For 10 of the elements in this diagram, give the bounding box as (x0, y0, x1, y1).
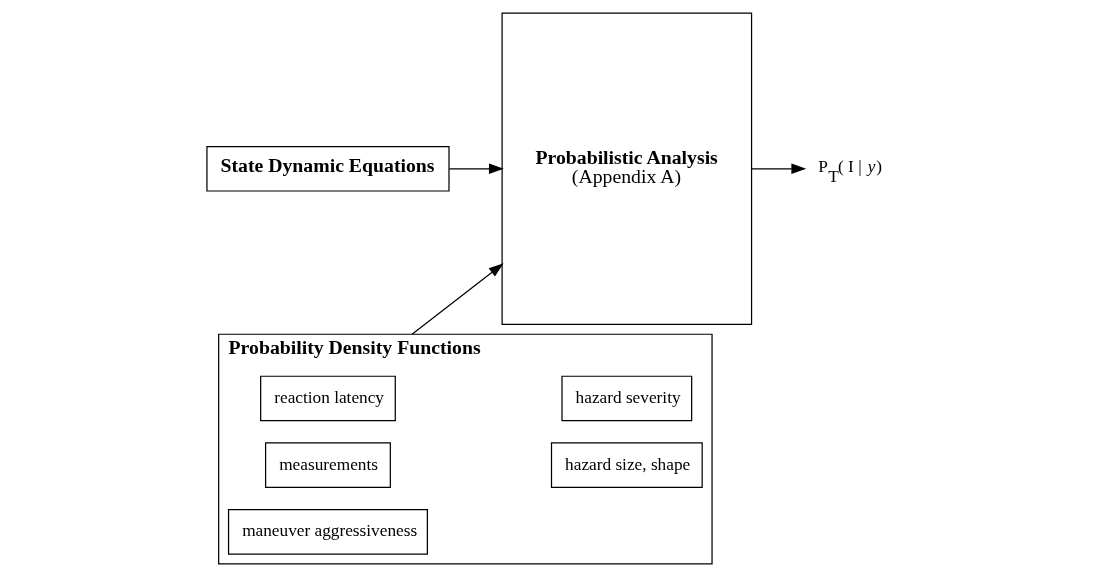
arrow (751, 163, 807, 174)
node-box: maneuver aggressiveness (227, 509, 428, 555)
node-box: hazard size, shape (550, 442, 703, 488)
arrow (448, 163, 504, 174)
node-box: Probabilistic Analysis (Appendix A) (501, 12, 753, 325)
node-box: State Dynamic Equations (206, 145, 450, 192)
node-box: hazard severity (561, 375, 693, 422)
node-box: reaction latency (260, 375, 396, 422)
node-box: measurements (265, 442, 391, 488)
arrow (411, 263, 504, 335)
